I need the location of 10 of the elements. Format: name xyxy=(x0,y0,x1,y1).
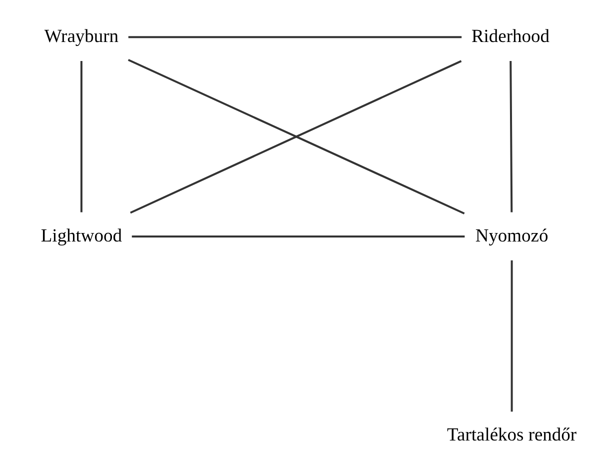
connector xyxy=(509,61,512,212)
node-text: Lightwood xyxy=(40,225,122,246)
node-text: Nyomozó xyxy=(474,225,548,246)
node-text: Riderhood xyxy=(470,26,549,46)
connector xyxy=(128,36,462,38)
connector xyxy=(510,260,512,412)
connector xyxy=(131,236,464,238)
connector xyxy=(80,61,82,212)
node-text: Wrayburn xyxy=(44,26,118,46)
node-text: Tartalékos rendőr xyxy=(446,424,576,445)
